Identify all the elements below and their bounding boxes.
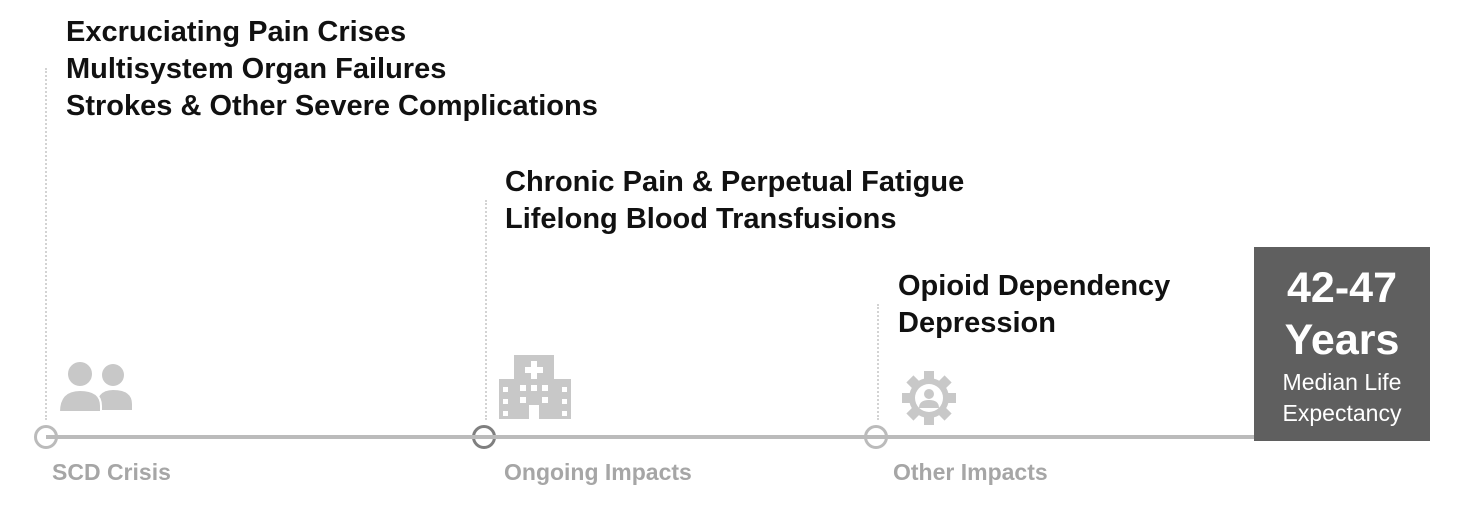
stage-1-connector — [45, 68, 47, 420]
stage-1-item: Multisystem Organ Failures — [66, 53, 447, 85]
stage-1-item: Excruciating Pain Crises — [66, 16, 407, 48]
stage-3-connector — [877, 304, 879, 420]
timeline-line — [46, 435, 1258, 439]
stage-2-connector — [485, 200, 487, 420]
stage-1-item: Strokes & Other Severe Complications — [66, 90, 598, 122]
stage-2-items: Chronic Pain & Perpetual Fatigue Lifelon… — [505, 164, 964, 238]
people-icon — [57, 360, 134, 419]
life-expectancy-caption: Median Life Expectancy — [1254, 367, 1430, 429]
stage-3-item: Opioid Dependency — [898, 270, 1171, 302]
life-expectancy-caption-line1: Median Life — [1282, 369, 1402, 395]
life-expectancy-value: 42-47 Years — [1254, 262, 1430, 366]
stage-3-label: Other Impacts — [893, 459, 1048, 485]
life-expectancy-caption-line2: Expectancy — [1282, 400, 1402, 426]
hospital-icon — [498, 353, 572, 426]
stage-2-item: Lifelong Blood Transfusions — [505, 203, 897, 235]
person-gear-icon — [900, 370, 958, 431]
life-expectancy-value-unit: Years — [1284, 316, 1400, 364]
stage-3-items: Opioid Dependency Depression — [898, 268, 1170, 342]
stage-1-label: SCD Crisis — [52, 459, 171, 485]
stage-3-item: Depression — [898, 307, 1056, 339]
stage-1-items: Excruciating Pain Crises Multisystem Org… — [66, 14, 598, 125]
life-expectancy-value-number: 42-47 — [1287, 264, 1397, 312]
stage-2-label: Ongoing Impacts — [504, 459, 692, 485]
stage-2-item: Chronic Pain & Perpetual Fatigue — [505, 166, 965, 198]
life-expectancy-box: 42-47 Years Median Life Expectancy — [1254, 247, 1430, 441]
